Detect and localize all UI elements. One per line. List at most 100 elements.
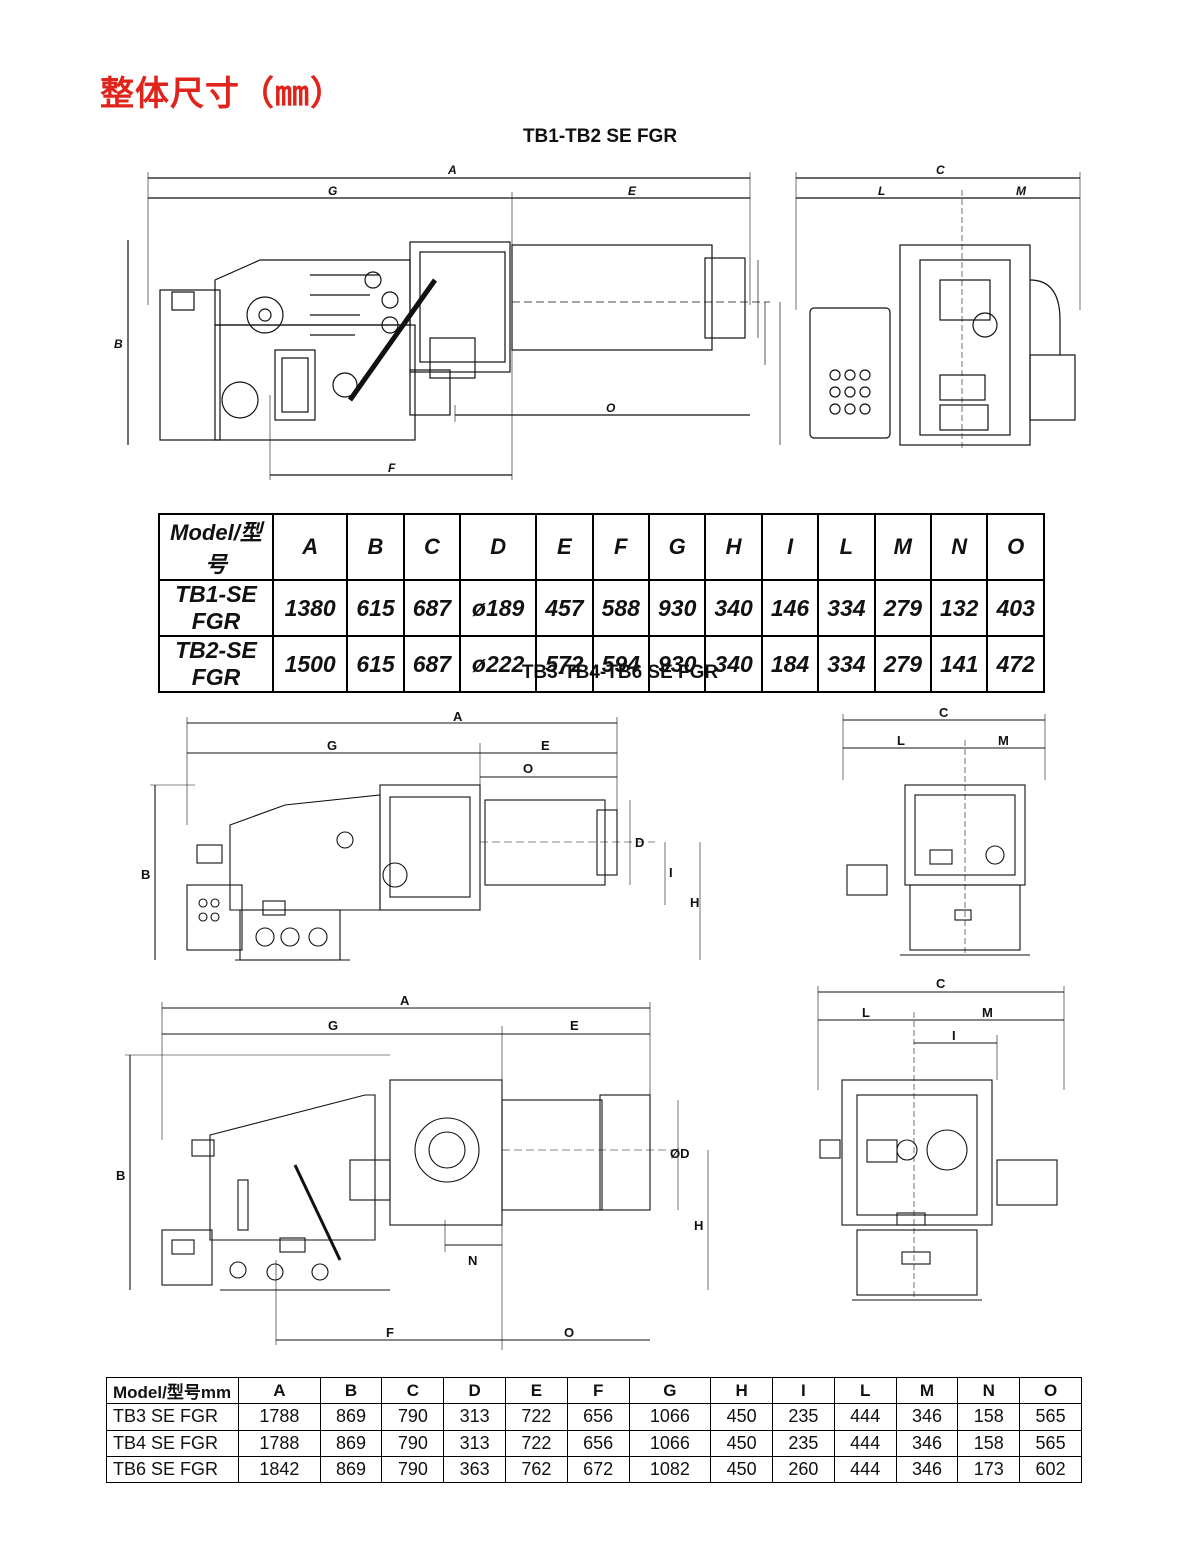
table1-header-cell: B [346, 513, 405, 581]
table2-header-cell: I [772, 1376, 835, 1405]
table2-cell: 260 [772, 1455, 835, 1484]
table2-header-cell: D [443, 1376, 507, 1405]
table1-cell: 572 [535, 635, 594, 693]
table1-header-cell: A [271, 513, 349, 581]
table2-cell: 1082 [628, 1455, 712, 1484]
dim-label-b: B [114, 337, 123, 351]
table2-cell: 790 [381, 1403, 445, 1431]
tb3-side-view-drawing: A G E O B D I H [135, 705, 725, 975]
table2-cell: 1842 [238, 1455, 321, 1484]
table2-cell: 450 [710, 1429, 774, 1457]
front1-dim-label-m: M [1016, 184, 1027, 198]
dimensions-table-tb1-tb2: Model/型号 A B C D E F G H I L M N O TB1-S… [158, 513, 1045, 693]
table1-cell: 279 [873, 635, 933, 693]
table2-cell: 656 [566, 1403, 630, 1431]
table2-cell: 235 [772, 1429, 835, 1457]
table2-cell: 450 [710, 1455, 774, 1484]
table2-header-cell: E [505, 1376, 568, 1405]
table1-cell: ø222 [459, 635, 538, 693]
tb6-front-dim-label-l: L [862, 1005, 870, 1020]
tb3-dim-label-d: D [635, 835, 644, 850]
table2-header-cell: L [833, 1376, 897, 1405]
table2-header-cell: Model/型号mm [106, 1376, 239, 1405]
tb3-dim-label-b: B [141, 867, 150, 882]
table1-cell: 403 [986, 579, 1045, 637]
table1-header-cell: Model/型号 [158, 513, 274, 581]
table-row: TB4 SE FGR 1788 869 790 313 722 656 1066… [106, 1429, 1082, 1457]
table1-cell: 687 [402, 635, 462, 693]
table2-cell: 869 [319, 1429, 383, 1457]
table2-cell: 444 [833, 1403, 897, 1431]
table2-cell: 346 [895, 1429, 959, 1457]
table1-cell: 457 [535, 579, 594, 637]
table2-cell: 158 [957, 1403, 1021, 1431]
table1-header-cell: D [459, 513, 538, 581]
tb4-tb6-side-view-drawing: A G E B N F O ØD H [110, 990, 730, 1350]
table2-cell: 565 [1019, 1429, 1082, 1457]
table1-cell: 615 [346, 635, 405, 693]
table2-cell: 869 [319, 1455, 383, 1484]
table1-cell: 588 [591, 579, 650, 637]
dim-label-e: E [628, 184, 637, 198]
table1-cell: 472 [986, 635, 1045, 693]
tb3-front-dim-label-m: M [998, 733, 1009, 748]
table-row: TB1-SE FGR 1380 615 687 ø189 457 588 930… [158, 579, 1045, 637]
table1-cell: 930 [647, 635, 707, 693]
table2-cell: 313 [443, 1429, 507, 1457]
section1-title: TB1-TB2 SE FGR [522, 126, 678, 147]
table2-header-cell: B [319, 1376, 383, 1405]
table2-header-cell: G [628, 1376, 712, 1405]
tb1-tb2-side-view-drawing: A G E B F O [110, 160, 790, 490]
tb3-front-view-drawing: C L M [835, 700, 1055, 965]
table1-cell: 141 [930, 635, 989, 693]
table-row: TB3 SE FGR 1788 869 790 313 722 656 1066… [106, 1403, 1082, 1431]
table1-cell: ø189 [459, 579, 538, 637]
table1-header-cell: O [986, 513, 1045, 581]
dim-label-o: O [606, 401, 616, 415]
dim-label-g: G [328, 184, 337, 198]
table1-cell: 279 [873, 579, 933, 637]
tb6-front-dim-label-c: C [936, 976, 946, 991]
tb6-dim-label-b: B [116, 1168, 125, 1183]
tb4-tb6-front-view-drawing: C L M I [812, 970, 1072, 1310]
table-row: TB6 SE FGR 1842 869 790 363 762 672 1082… [106, 1455, 1082, 1484]
dim-label-a: A [447, 163, 457, 177]
table1-header-cell: C [402, 513, 462, 581]
tb6-dim-label-od: ØD [670, 1146, 690, 1161]
table2-cell: 363 [443, 1455, 507, 1484]
tb6-dim-label-e: E [570, 1018, 579, 1033]
tb6-front-dim-label-i: I [952, 1028, 956, 1043]
table2-cell: 346 [895, 1455, 959, 1484]
tb3-dim-label-g: G [327, 738, 337, 753]
table1-header-cell: E [535, 513, 594, 581]
table2-cell: 762 [505, 1455, 568, 1484]
table2-cell: 602 [1019, 1455, 1082, 1484]
front1-dim-label-l: L [878, 184, 885, 198]
tb3-dim-label-a: A [453, 709, 463, 724]
table2-cell: 1066 [628, 1429, 712, 1457]
table1-header-cell: L [817, 513, 876, 581]
table1-cell: 132 [930, 579, 989, 637]
table1-header-cell: G [647, 513, 707, 581]
table1-cell: 1380 [271, 579, 349, 637]
table1-cell: 340 [704, 635, 763, 693]
table2-header-cell: O [1019, 1376, 1082, 1405]
table1-cell: 594 [591, 635, 650, 693]
table2-cell: 235 [772, 1403, 835, 1431]
tb3-dim-label-h: H [690, 895, 699, 910]
table1-cell: 340 [704, 579, 763, 637]
table2-cell: 672 [566, 1455, 630, 1484]
table2-cell: 790 [381, 1455, 445, 1484]
tb6-dim-label-f: F [386, 1325, 394, 1340]
table2-header-cell: M [895, 1376, 959, 1405]
front1-dim-label-c: C [936, 163, 945, 177]
table2-header-cell: H [710, 1376, 774, 1405]
table2-model-cell: TB6 SE FGR [106, 1455, 239, 1484]
table2-cell: 565 [1019, 1403, 1082, 1431]
tb6-dim-label-a: A [400, 993, 410, 1008]
table1-cell: 930 [647, 579, 707, 637]
table1-header-cell: H [704, 513, 763, 581]
table1-header-cell: I [760, 513, 820, 581]
table1-model-cell: TB1-SE FGR [158, 579, 274, 637]
table1-cell: 334 [817, 635, 876, 693]
